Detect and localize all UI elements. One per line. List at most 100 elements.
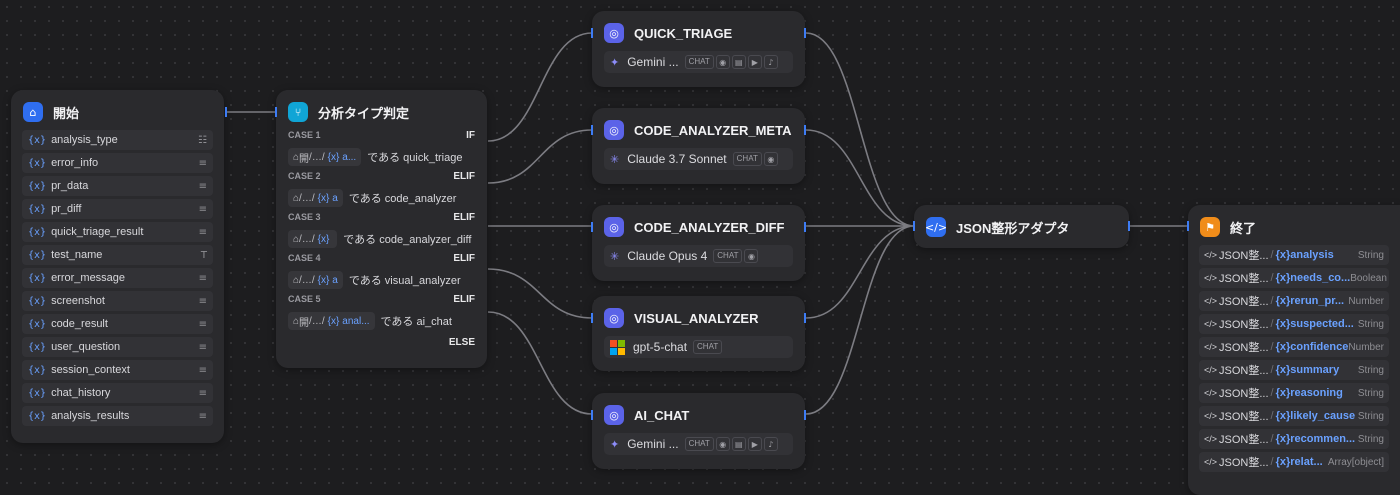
output-variable-row[interactable]: </>JSON整.../{x}needs_co...Boolean bbox=[1199, 268, 1389, 288]
llm-output-handle[interactable] bbox=[804, 313, 806, 323]
start-output-handle[interactable] bbox=[225, 107, 227, 117]
output-variable-row[interactable]: </>JSON整.../{x}relat...Array[object] bbox=[1199, 452, 1389, 472]
llm-input-handle[interactable] bbox=[591, 222, 593, 232]
llm-node-title: AI_CHAT bbox=[634, 407, 690, 423]
output-variable-row[interactable]: </>JSON整.../{x}suspected...String bbox=[1199, 314, 1389, 334]
flag-icon: ⚑ bbox=[1200, 217, 1220, 237]
model-mode-badge: CHAT bbox=[732, 152, 762, 166]
variable-icon: {x} bbox=[317, 233, 330, 245]
case-condition[interactable]: ⌂ / … / {x}である code_analyzer_diff bbox=[288, 229, 475, 249]
start-variable-row[interactable]: {x}analysis_results≡ bbox=[22, 406, 213, 426]
llm-node-header: ◎VISUAL_ANALYZER bbox=[604, 306, 793, 330]
llm-output-handle[interactable] bbox=[804, 125, 806, 135]
llm-input-handle[interactable] bbox=[591, 313, 593, 323]
vision-icon: ◉ bbox=[715, 55, 730, 69]
start-node[interactable]: ⌂ 開始 {x}analysis_type☷{x}error_info≡{x}p… bbox=[11, 90, 224, 443]
case-keyword: ELIF bbox=[453, 171, 475, 182]
llm-input-handle[interactable] bbox=[591, 28, 593, 38]
output-variable-row[interactable]: </>JSON整.../{x}rerun_pr...Number bbox=[1199, 291, 1389, 311]
code-icon: </> bbox=[1204, 250, 1218, 260]
variable-reference[interactable]: ⌂ 開 / … / {x}a... bbox=[288, 148, 362, 166]
start-variable-row[interactable]: {x}pr_data≡ bbox=[22, 176, 213, 196]
llm-output-handle[interactable] bbox=[804, 410, 806, 420]
output-variable-row[interactable]: </>JSON整.../{x}recommen...String bbox=[1199, 429, 1389, 449]
variable-icon: {x} bbox=[317, 274, 330, 286]
variable-reference[interactable]: ⌂ / … / {x} bbox=[288, 230, 338, 248]
llm-output-handle[interactable] bbox=[804, 28, 806, 38]
start-variable-row[interactable]: {x}pr_diff≡ bbox=[22, 199, 213, 219]
start-variable-row[interactable]: {x}chat_history≡ bbox=[22, 383, 213, 403]
start-variable-row[interactable]: {x}session_context≡ bbox=[22, 360, 213, 380]
start-variable-row[interactable]: {x}error_info≡ bbox=[22, 153, 213, 173]
variable-reference[interactable]: ⌂ / … / {x}a bbox=[288, 271, 343, 289]
code-icon: </> bbox=[1204, 388, 1218, 398]
start-variable-row[interactable]: {x}code_result≡ bbox=[22, 314, 213, 334]
case-keyword: ELIF bbox=[453, 212, 475, 223]
variable-name: pr_data bbox=[51, 180, 89, 192]
start-variable-row[interactable]: {x}screenshot≡ bbox=[22, 291, 213, 311]
variable-icon: {x} bbox=[28, 387, 47, 399]
model-selector[interactable]: ✦Gemini ...CHAT◉▤▶♪ bbox=[604, 433, 793, 455]
output-field-name: reasoning bbox=[1290, 387, 1343, 399]
case-label: CASE 3 bbox=[288, 212, 321, 222]
llm-input-handle[interactable] bbox=[591, 125, 593, 135]
case-condition[interactable]: ⌂ 開 / … / {x}anal...である ai_chat bbox=[288, 311, 475, 331]
ref-variable-name: anal... bbox=[342, 315, 370, 327]
output-type: String bbox=[1357, 318, 1384, 330]
model-mode-badge: CHAT bbox=[684, 55, 714, 69]
adapter-output-handle[interactable] bbox=[1128, 221, 1130, 231]
paragraph-icon: ≡ bbox=[198, 410, 207, 422]
case-condition[interactable]: ⌂ 開 / … / {x}a...である quick_triage bbox=[288, 147, 475, 167]
model-name: Claude Opus 4 bbox=[627, 249, 708, 263]
paragraph-icon: ≡ bbox=[198, 387, 207, 399]
start-variable-row[interactable]: {x}quick_triage_result≡ bbox=[22, 222, 213, 242]
wire-visual-adapter bbox=[805, 225, 915, 319]
llm-output-handle[interactable] bbox=[804, 222, 806, 232]
video-icon: ▶ bbox=[747, 55, 762, 69]
end-input-handle[interactable] bbox=[1187, 221, 1189, 231]
variable-icon: {x} bbox=[1275, 364, 1291, 376]
llm-node[interactable]: ◎QUICK_TRIAGE✦Gemini ...CHAT◉▤▶♪ bbox=[592, 11, 805, 87]
output-source-node: JSON整... bbox=[1219, 342, 1269, 354]
case-label: CASE 1 bbox=[288, 130, 321, 140]
variable-icon: {x} bbox=[1275, 341, 1291, 353]
case-keyword: ELIF bbox=[453, 294, 475, 305]
model-selector[interactable]: ✦Gemini ...CHAT◉▤▶♪ bbox=[604, 51, 793, 73]
llm-node-title: QUICK_TRIAGE bbox=[634, 25, 733, 41]
case-label: CASE 5 bbox=[288, 294, 321, 304]
ref-ellipsis: … bbox=[301, 233, 312, 245]
start-variable-row[interactable]: {x}user_question≡ bbox=[22, 337, 213, 357]
llm-node[interactable]: ◎AI_CHAT✦Gemini ...CHAT◉▤▶♪ bbox=[592, 393, 805, 469]
variable-reference[interactable]: ⌂ 開 / … / {x}anal... bbox=[288, 312, 375, 330]
llm-input-handle[interactable] bbox=[591, 410, 593, 420]
audio-icon: ♪ bbox=[763, 437, 778, 451]
paragraph-icon: ≡ bbox=[198, 341, 207, 353]
output-source-node: JSON整... bbox=[1219, 273, 1269, 285]
adapter-input-handle[interactable] bbox=[913, 221, 915, 231]
variable-name: session_context bbox=[51, 364, 130, 376]
path-separator: / bbox=[321, 151, 325, 163]
branch-input-handle[interactable] bbox=[275, 107, 277, 117]
start-variable-row[interactable]: {x}analysis_type☷ bbox=[22, 130, 213, 150]
adapter-node[interactable]: </> JSON整形アダプタ bbox=[914, 205, 1129, 248]
start-variable-row[interactable]: {x}error_message≡ bbox=[22, 268, 213, 288]
variable-reference[interactable]: ⌂ / … / {x}a bbox=[288, 189, 343, 207]
output-source-node: JSON整... bbox=[1219, 388, 1269, 400]
